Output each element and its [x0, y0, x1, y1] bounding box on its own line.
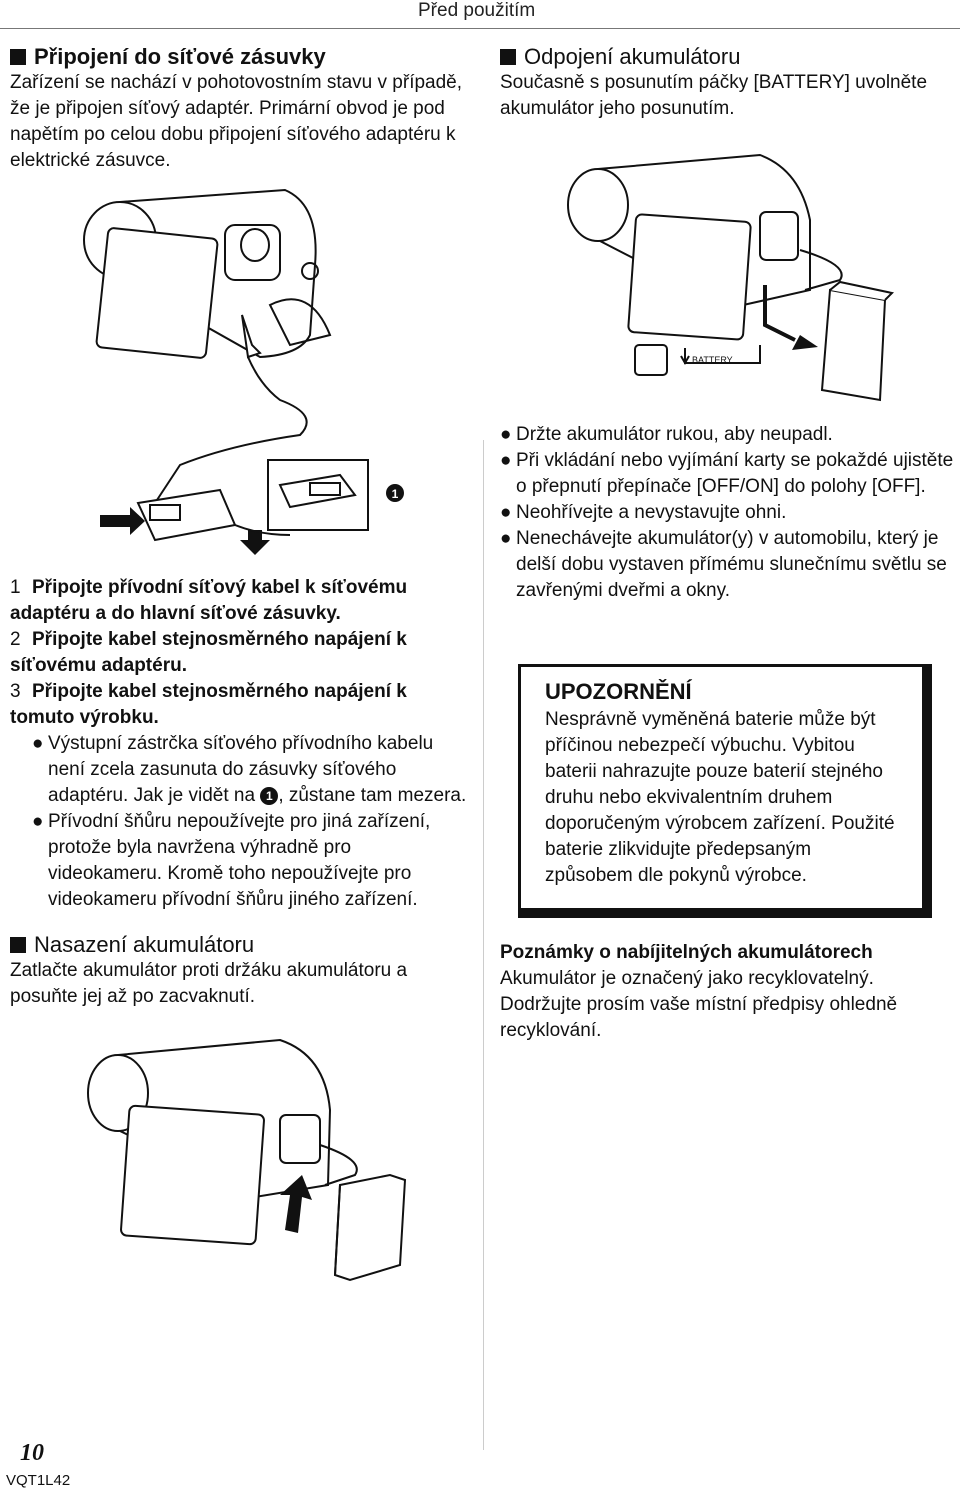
- camcorder-illustration: [87, 1038, 358, 1246]
- section-marker-icon: [10, 937, 26, 953]
- battery-precautions-list: ●Držte akumulátor rukou, aby neupadl. ●P…: [500, 422, 955, 604]
- callout-ref-icon: 1: [260, 787, 279, 805]
- camcorder-illustration: [83, 188, 332, 359]
- precaution-item: ●Nenechávejte akumulátor(y) v automobilu…: [500, 528, 947, 601]
- adaptor-plug-detail-illustration: [267, 459, 369, 531]
- bullet-icon: ●: [500, 450, 512, 471]
- ac-adaptor-illustration: [136, 488, 237, 542]
- remove-battery-title: Odpojení akumulátoru: [500, 44, 940, 70]
- battery-lever-illustration: [634, 344, 761, 376]
- header-section-title: Před použitím: [418, 0, 536, 21]
- caution-title: UPOZORNĚNÍ: [545, 679, 692, 704]
- battery-illustration: [333, 1173, 407, 1282]
- page-number: 10: [20, 1440, 44, 1466]
- camcorder-illustration: [567, 153, 843, 341]
- bullet-icon: ●: [32, 811, 44, 832]
- caution-box: UPOZORNĚNÍ Nesprávně vyměněná baterie mů…: [518, 664, 932, 918]
- precaution-item: ●Držte akumulátor rukou, aby neupadl.: [500, 422, 955, 448]
- bullet-icon: ●: [500, 502, 512, 523]
- recycling-notes: Poznámky o nabíjitelných akumulátorech A…: [500, 940, 950, 1044]
- document-code: VQT1L42: [6, 1472, 71, 1489]
- notes-text: Akumulátor je označený jako recyklovatel…: [500, 968, 898, 1041]
- battery-lever-label: BATTERY: [692, 355, 733, 365]
- figure-callout-label: 1: [392, 487, 399, 501]
- attach-battery-section: Nasazení akumulátoru Zatlačte akumulátor…: [10, 932, 465, 1010]
- column-divider: [483, 440, 484, 1450]
- section-marker-icon: [10, 49, 26, 65]
- battery-illustration: [820, 280, 895, 402]
- notes-title: Poznámky o nabíjitelných akumulátorech: [500, 942, 873, 963]
- attach-battery-text: Zatlačte akumulátor proti držáku akumulá…: [10, 960, 408, 1007]
- step-bullet-plug-gap: ●Výstupní zástrčka síťového přívodního k…: [32, 733, 467, 806]
- attach-battery-title: Nasazení akumulátoru: [10, 932, 465, 958]
- header-rule: [0, 28, 960, 29]
- bullet-icon: ●: [500, 424, 512, 445]
- arrow-icon: [100, 507, 270, 555]
- arrow-icon: [280, 1175, 312, 1233]
- arrow-icon: [792, 335, 818, 350]
- connect-power-section: Připojení do síťové zásuvky Zařízení se …: [10, 44, 465, 174]
- step-bullet-cord-use: ●Přívodní šňůru nepoužívejte pro jiná za…: [32, 811, 431, 910]
- bullet-icon: ●: [32, 733, 44, 754]
- attach-battery-figure: [87, 1038, 407, 1282]
- precaution-item: ●Neohřívejte a nevystavujte ohni.: [500, 500, 955, 526]
- remove-battery-text: Současně s posunutím páčky [BATTERY] uvo…: [500, 72, 928, 119]
- remove-battery-section: Odpojení akumulátoru Současně s posunutí…: [500, 44, 940, 122]
- section-marker-icon: [500, 49, 516, 65]
- connect-power-text: Zařízení se nachází v pohotovostním stav…: [10, 72, 463, 171]
- caution-text: Nesprávně vyměněná baterie může být příč…: [545, 709, 895, 886]
- bullet-icon: ●: [500, 528, 512, 549]
- callout-circle: [386, 484, 404, 502]
- precaution-item: ●Při vkládání nebo vyjímání karty se pok…: [500, 450, 954, 497]
- remove-battery-figure: BATTERY: [567, 153, 895, 402]
- camcorder-ac-connection-figure: 1: [83, 188, 404, 555]
- connect-power-title: Připojení do síťové zásuvky: [10, 44, 465, 70]
